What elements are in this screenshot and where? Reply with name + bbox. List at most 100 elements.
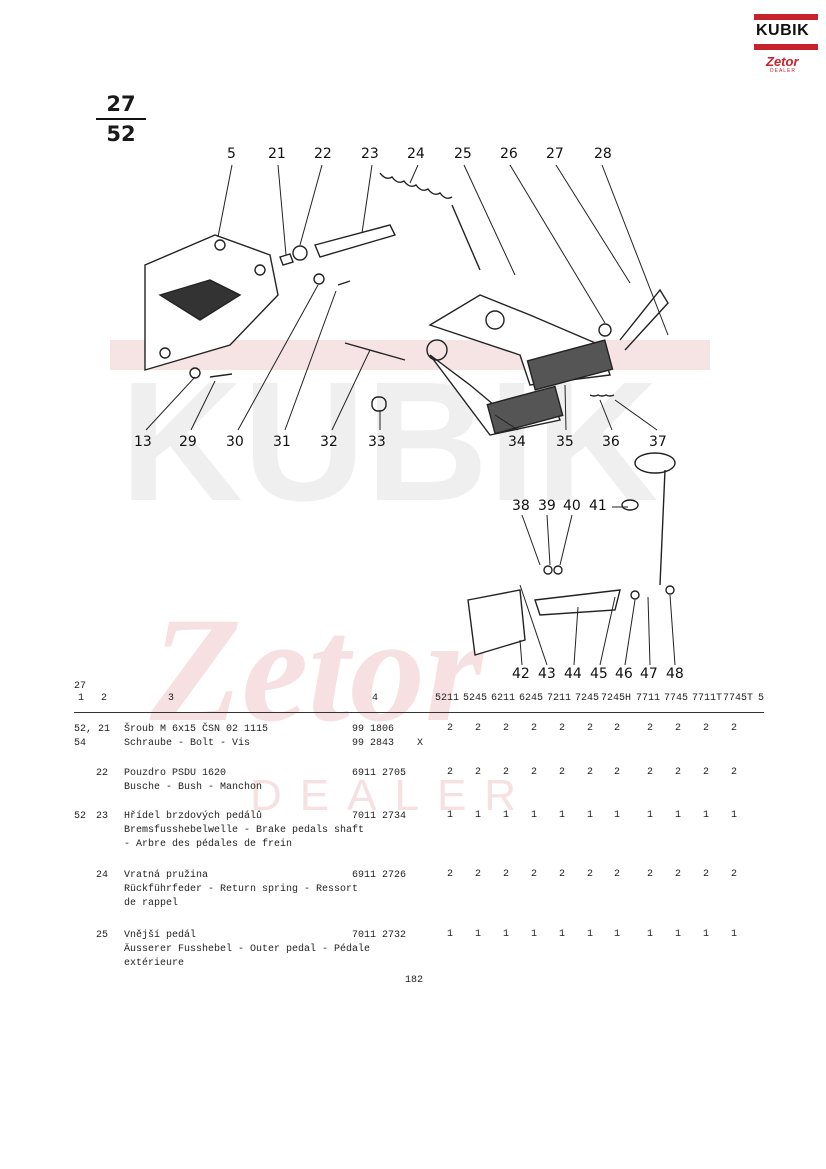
row-qty-cell: 2 xyxy=(730,723,737,734)
row-qty-cell: 2 xyxy=(730,767,737,778)
row-qty-cell: 1 xyxy=(730,810,737,821)
col-header-7745t: 7745T xyxy=(723,693,754,704)
callout-31: 31 xyxy=(273,434,291,450)
row-qty-cell: 1 xyxy=(446,810,453,821)
row-part-number: 99 1806 99 2843 xyxy=(352,724,395,749)
row-qty-cell: 1 xyxy=(558,810,565,821)
col-header-7245h: 7245H xyxy=(601,693,632,704)
callout-29: 29 xyxy=(179,434,197,450)
row-part-number: 7011 2734 xyxy=(352,811,407,822)
row-qty-cell: 1 xyxy=(586,929,593,940)
row-qty-cell: 2 xyxy=(474,869,481,880)
row-qty-cell: 2 xyxy=(446,723,453,734)
page-id-divider xyxy=(96,118,146,120)
exploded-parts-diagram xyxy=(144,164,676,666)
row-qty-cell: 1 xyxy=(674,810,681,821)
col-header-7745: 7745 xyxy=(664,693,689,704)
row-qty-cell: 1 xyxy=(502,810,509,821)
row-description: Hřídel brzdových pedálů Bremsfusshebelwe… xyxy=(124,811,365,850)
row-qty-cell: 2 xyxy=(702,723,709,734)
row-qty-cell: 2 xyxy=(502,767,509,778)
row-qty-cell: 1 xyxy=(646,810,653,821)
row-qty-cell: 2 xyxy=(646,767,653,778)
callout-45: 45 xyxy=(590,666,608,682)
callout-5: 5 xyxy=(227,146,236,162)
callout-32: 32 xyxy=(320,434,338,450)
row-qty-cell: 2 xyxy=(502,869,509,880)
row-qty-cell: 2 xyxy=(702,767,709,778)
row-description: Vratná pružina Rückführfeder - Return sp… xyxy=(124,870,359,909)
callout-46: 46 xyxy=(615,666,633,682)
row-qty-cell: 1 xyxy=(702,810,709,821)
row-qty-cell: 2 xyxy=(558,767,565,778)
row-qty-cell: 2 xyxy=(613,869,620,880)
callout-24: 24 xyxy=(407,146,425,162)
col-header-5-end: 5 xyxy=(758,693,765,704)
callout-37: 37 xyxy=(649,434,667,450)
row-qty-cell: 1 xyxy=(558,929,565,940)
callout-47: 47 xyxy=(640,666,658,682)
callout-23: 23 xyxy=(361,146,379,162)
logo-sub: Zetor xyxy=(766,54,799,69)
logo-tagline: DEALER xyxy=(770,68,797,74)
row-qty-cell: 1 xyxy=(502,929,509,940)
row-qty-cell: 2 xyxy=(474,767,481,778)
row-description: Pouzdro PSDU 1620 Busche - Bush - Mancho… xyxy=(124,768,263,793)
callout-35: 35 xyxy=(556,434,574,450)
row-qty-cell: 2 xyxy=(446,869,453,880)
row-qty-cell: 1 xyxy=(613,929,620,940)
row-qty-cell: 2 xyxy=(502,723,509,734)
row-qty-cell: 2 xyxy=(530,869,537,880)
col-header-7245: 7245 xyxy=(575,693,600,704)
col-header-3: 3 xyxy=(168,693,175,704)
col-header-7711t: 7711T xyxy=(692,693,723,704)
row-qty-cell: 1 xyxy=(730,929,737,940)
row-description: Šroub M 6x15 ČSN 02 1115 Schraube - Bolt… xyxy=(124,724,269,749)
row-qty-cell: 2 xyxy=(674,767,681,778)
callout-43: 43 xyxy=(538,666,556,682)
row-qty-cell: 1 xyxy=(446,929,453,940)
row-qty-cell: 2 xyxy=(674,723,681,734)
row-qty-cell: 2 xyxy=(646,869,653,880)
callout-13: 13 xyxy=(134,434,152,450)
col-header-1: 1 xyxy=(78,693,85,704)
callout-25: 25 xyxy=(454,146,472,162)
watermark: KUBIK Zetor DEALER xyxy=(110,340,710,820)
col-header-4: 4 xyxy=(372,693,379,704)
row-qty-cell: 2 xyxy=(586,869,593,880)
watermark-line2: Zetor xyxy=(149,587,485,753)
callout-36: 36 xyxy=(602,434,620,450)
watermark-line3: DEALER xyxy=(250,771,534,820)
row-position: 24 xyxy=(96,870,109,881)
callout-34: 34 xyxy=(508,434,526,450)
row-qty-cell: 1 xyxy=(613,810,620,821)
row-qty-cell: 1 xyxy=(474,929,481,940)
row-qty-cell: 2 xyxy=(702,869,709,880)
callout-26: 26 xyxy=(500,146,518,162)
row-qty-cell: 1 xyxy=(530,810,537,821)
col-header-7211: 7211 xyxy=(547,693,572,704)
kubik-zetor-logo: KUBIK Zetor DEALER xyxy=(754,14,818,74)
row-qty-cell: 1 xyxy=(646,929,653,940)
row-qty-cell: 2 xyxy=(558,723,565,734)
row-position: 25 xyxy=(96,930,109,941)
page-id-bottom: 52 xyxy=(106,122,136,146)
row-part-number: 6911 2726 xyxy=(352,870,407,881)
page-id: 27 52 xyxy=(96,92,146,146)
row-qty-cell: 2 xyxy=(646,723,653,734)
row-qty-cell: 2 xyxy=(613,723,620,734)
table-header-rule xyxy=(74,712,764,713)
callout-30: 30 xyxy=(226,434,244,450)
row-qty-cell: 1 xyxy=(530,929,537,940)
callout-42: 42 xyxy=(512,666,530,682)
table-group-label: 27 xyxy=(74,681,87,692)
callout-40: 40 xyxy=(563,498,581,514)
callout-33: 33 xyxy=(368,434,386,450)
row-part-number: 7011 2732 xyxy=(352,930,407,941)
callout-48: 48 xyxy=(666,666,684,682)
row-qty-cell: 1 xyxy=(474,810,481,821)
col-header-2: 2 xyxy=(101,693,108,704)
callout-44: 44 xyxy=(564,666,582,682)
row-qty-cell: 2 xyxy=(446,767,453,778)
row-qty-cell: 2 xyxy=(530,723,537,734)
